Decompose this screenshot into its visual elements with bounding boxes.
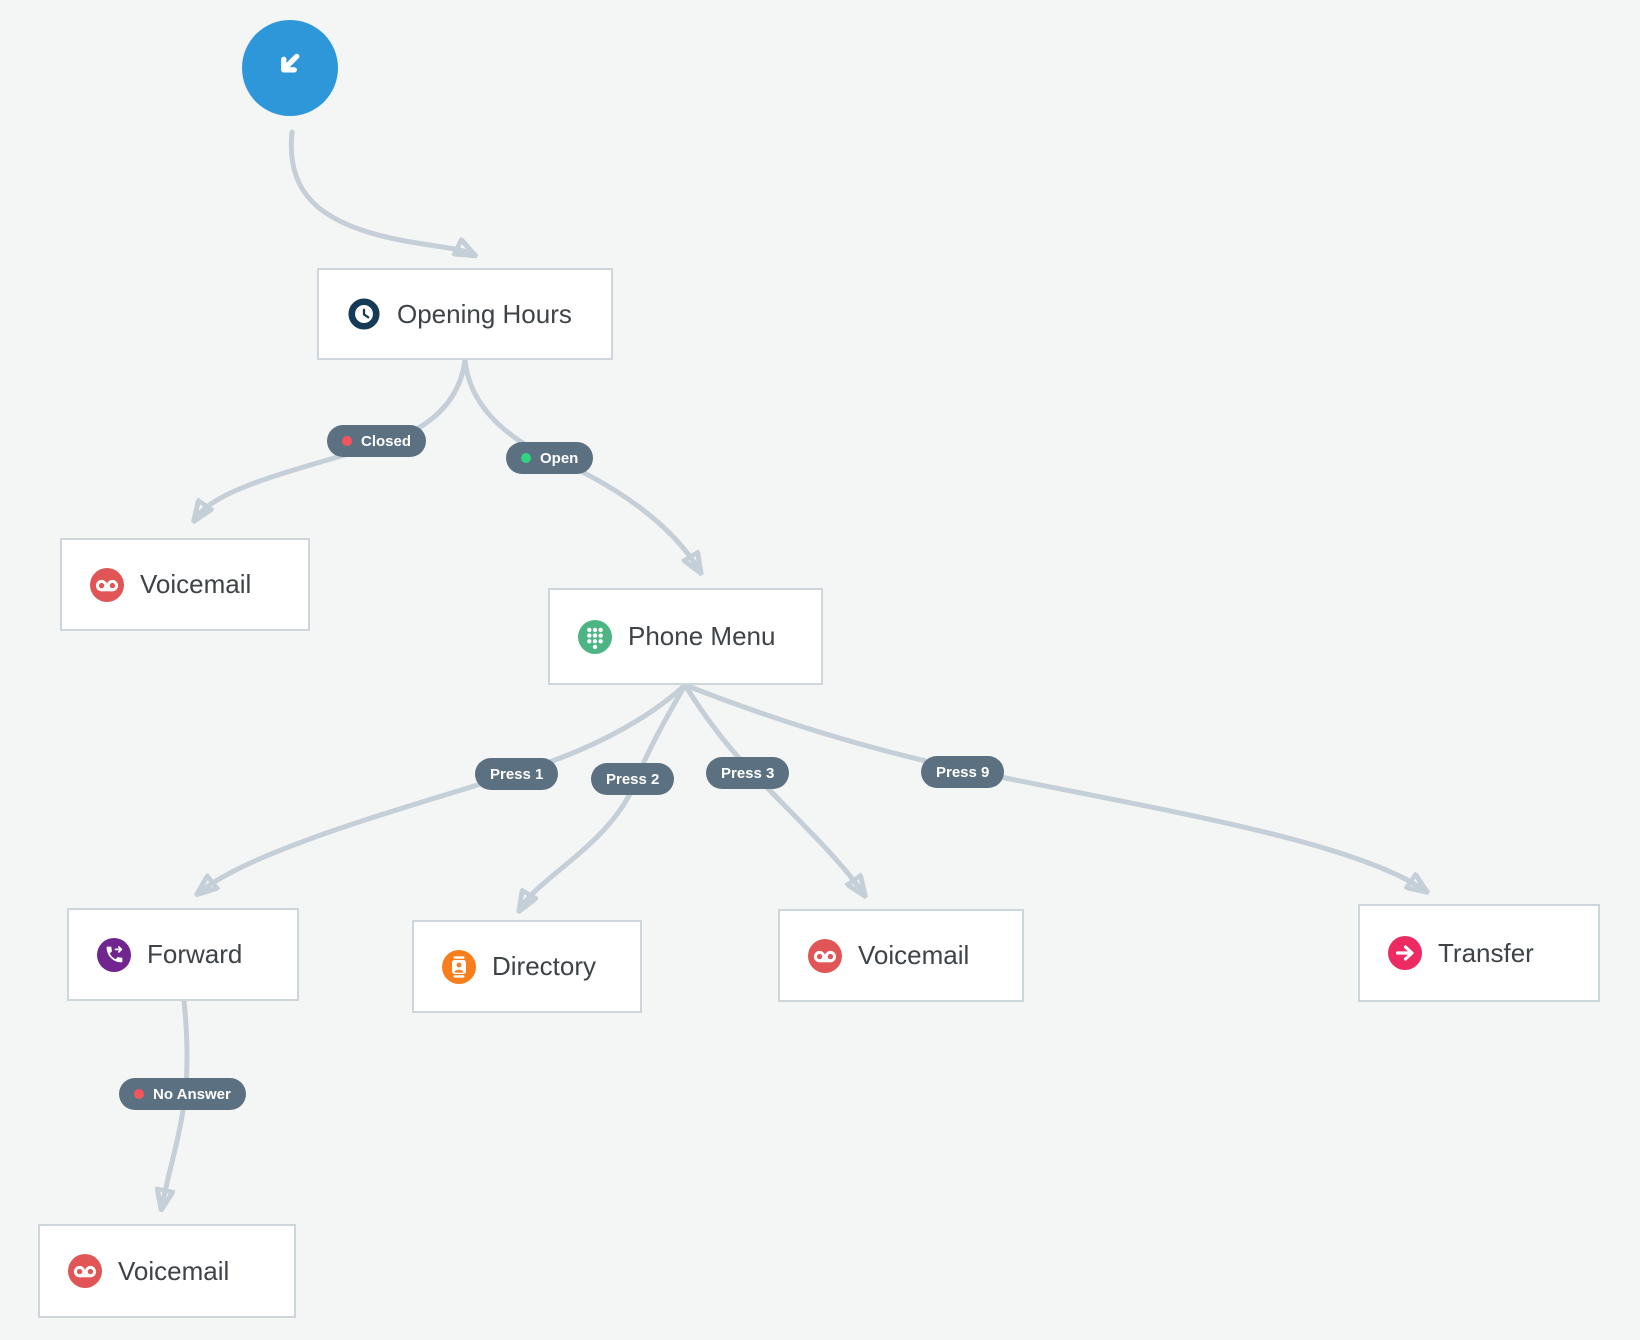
clock-icon (347, 297, 381, 331)
node-voicemail-closed[interactable]: Voicemail (60, 538, 310, 631)
edge-press9-to-transfer (682, 682, 1424, 890)
node-phone-menu[interactable]: Phone Menu (548, 588, 823, 685)
edge-label-text: No Answer (153, 1085, 231, 1103)
node-label: Voicemail (140, 569, 252, 599)
voicemail-icon (68, 1254, 102, 1288)
node-transfer[interactable]: Transfer (1358, 904, 1600, 1002)
status-dot-red (342, 436, 352, 446)
node-label: Voicemail (858, 940, 970, 970)
node-label: Opening Hours (397, 298, 572, 329)
edge-label-text: Press 9 (936, 763, 990, 781)
edge-label-text: Press 3 (721, 764, 775, 782)
edge-label-text: Press 1 (490, 765, 544, 783)
node-label: Forward (147, 939, 243, 969)
edge-start-to-opening-hours (288, 129, 472, 254)
edge-label-press-9[interactable]: Press 9 (921, 756, 1005, 788)
edge-label-open[interactable]: Open (506, 442, 594, 474)
edge-label-press-3[interactable]: Press 3 (706, 757, 790, 789)
node-forward[interactable]: Forward (67, 908, 299, 1001)
node-directory[interactable]: Directory (412, 920, 642, 1013)
edge-label-closed[interactable]: Closed (327, 425, 427, 457)
status-dot-red (134, 1089, 144, 1099)
voicemail-icon (808, 938, 842, 973)
edge-label-no-answer[interactable]: No Answer (119, 1078, 246, 1110)
node-label: Phone Menu (628, 621, 776, 651)
phone-forward-icon (97, 937, 131, 972)
edge-label-text: Closed (361, 432, 412, 450)
edge-label-press-2[interactable]: Press 2 (591, 763, 675, 795)
edge-label-press-1[interactable]: Press 1 (475, 758, 559, 790)
edge-label-text: Press 2 (606, 770, 660, 788)
voicemail-icon (90, 567, 124, 602)
node-label: Voicemail (118, 1255, 230, 1286)
node-voicemail-no-answer[interactable]: Voicemail (38, 1224, 296, 1318)
contact-card-icon (442, 949, 476, 984)
edge-press2-to-directory (521, 682, 688, 908)
arrow-right-icon (1388, 936, 1422, 970)
node-opening-hours[interactable]: Opening Hours (317, 268, 613, 360)
status-dot-green (521, 453, 531, 463)
dialpad-icon (578, 619, 612, 654)
node-voicemail-press3[interactable]: Voicemail (778, 909, 1024, 1002)
incoming-call-icon (267, 43, 313, 94)
start-node-incoming-call[interactable] (242, 20, 338, 116)
node-label: Directory (492, 951, 597, 981)
edge-label-text: Open (540, 449, 579, 467)
node-label: Transfer (1438, 937, 1534, 968)
